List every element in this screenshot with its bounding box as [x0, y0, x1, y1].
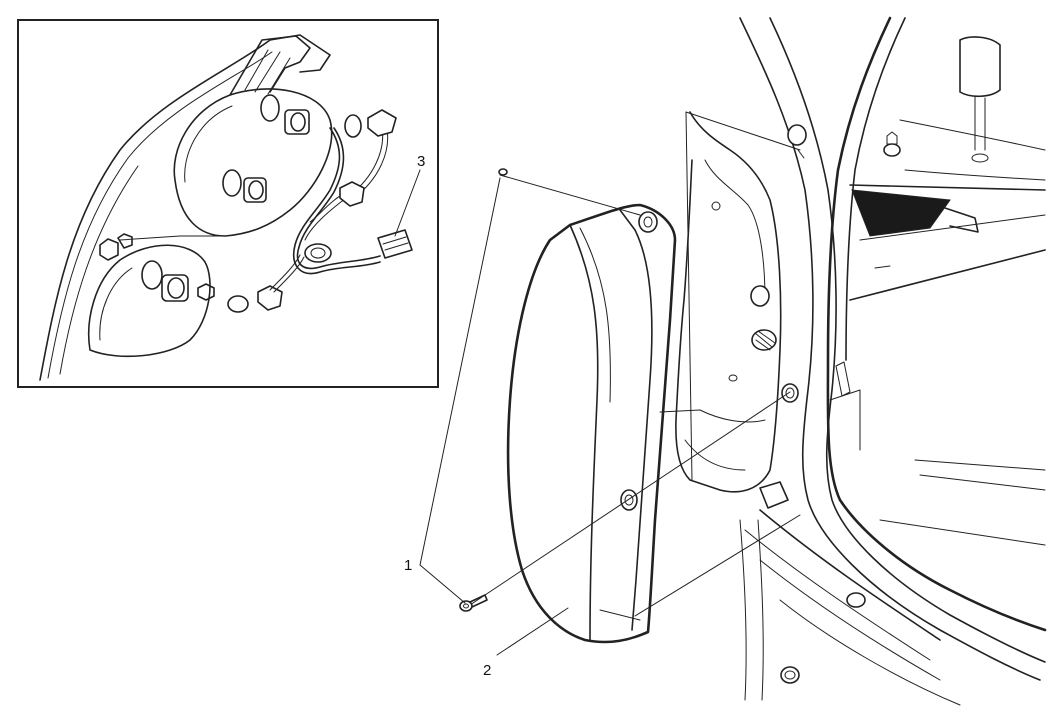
tail-lamp-assembly — [506, 203, 677, 644]
inset-lamp-housing — [39, 34, 333, 381]
callout-2-leader — [496, 607, 569, 656]
inset-panel: 3 — [17, 19, 439, 388]
alignment-lines — [469, 111, 801, 617]
vehicle-body-rear — [739, 16, 1047, 706]
callout-3-leader — [394, 169, 421, 237]
pocket-hole-top — [787, 124, 807, 146]
cargo-opening-shadow — [851, 189, 951, 237]
lamp-pocket — [675, 111, 807, 493]
callouts-main: 1 2 — [404, 177, 569, 679]
lamp-bolt-hole — [620, 489, 638, 511]
inset-wiring-harness — [227, 109, 413, 313]
pocket-hole-upper — [750, 285, 770, 307]
screw-upper — [498, 168, 508, 176]
callout-1-leader-up — [419, 177, 501, 566]
screw-lower — [459, 594, 488, 612]
fasteners — [459, 168, 508, 612]
callout-2-label: 2 — [483, 662, 491, 679]
callout-1-leader-down — [419, 564, 466, 604]
callout-1-label: 1 — [404, 557, 412, 574]
pocket-hole-lower — [781, 383, 799, 403]
lamp-stud-top — [638, 211, 658, 233]
callout-3-label: 3 — [417, 153, 425, 170]
